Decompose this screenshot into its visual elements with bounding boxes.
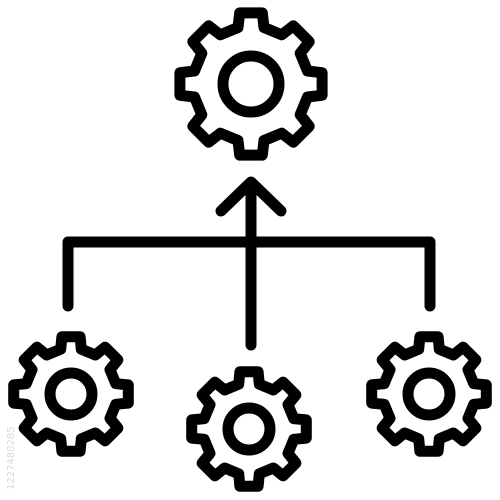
horizontal-branch-line (62, 236, 436, 312)
top-gear-icon (174, 7, 328, 161)
left-gear-teeth (8, 331, 134, 457)
top-gear-hub (217, 50, 285, 118)
center-gear-hub (222, 402, 276, 456)
left-gear-hub (44, 367, 98, 421)
center-gear-teeth (186, 366, 312, 492)
right-gear-teeth (366, 331, 492, 457)
bottom-right-gear-icon (366, 331, 492, 457)
bottom-center-gear-icon (186, 366, 312, 492)
bottom-left-gear-icon (8, 331, 134, 457)
connector-tree (62, 180, 436, 351)
top-gear-teeth (174, 7, 328, 161)
right-gear-hub (402, 367, 456, 421)
watermark-id: 1227480285 (6, 426, 17, 490)
